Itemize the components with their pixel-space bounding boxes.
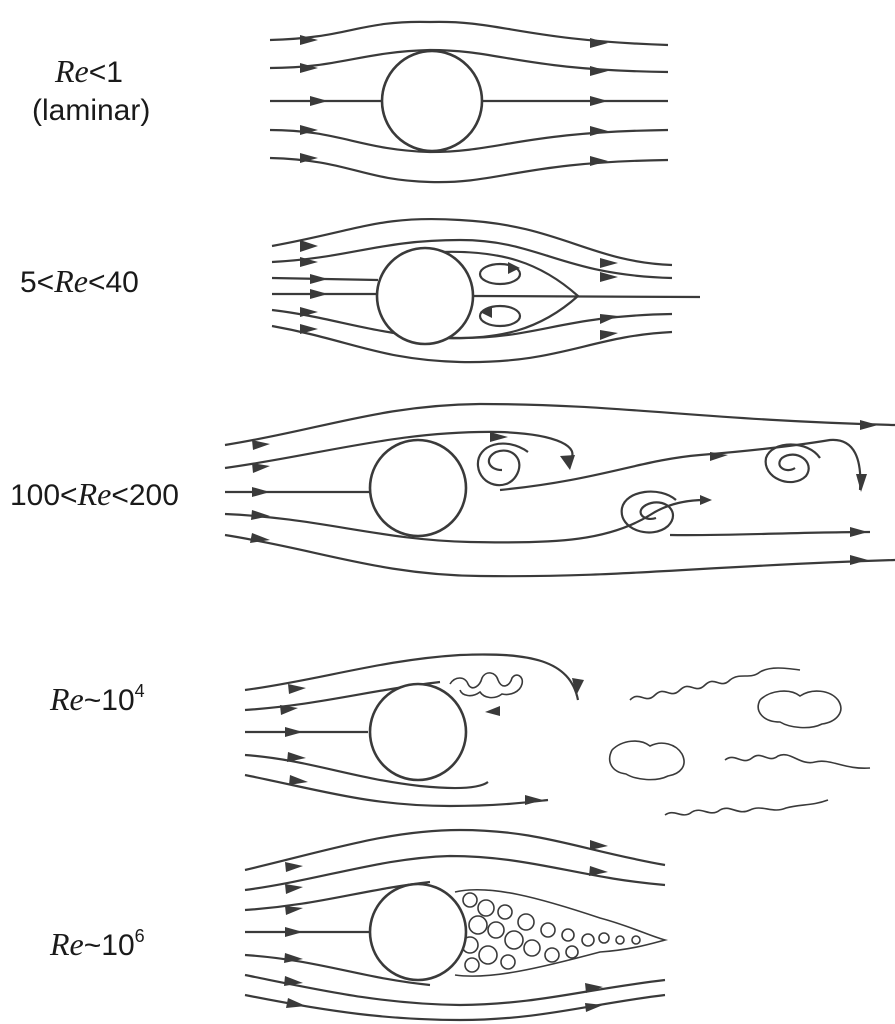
arrowhead [285, 906, 303, 915]
arrowhead [560, 455, 575, 470]
arrowhead [508, 262, 520, 274]
arrowhead [590, 38, 608, 48]
cylinder [370, 684, 466, 780]
turbulent-eddy [450, 673, 522, 698]
streamline [245, 995, 665, 1020]
arrowhead [284, 976, 303, 986]
arrowhead [287, 752, 306, 762]
arrowhead [589, 866, 608, 876]
arrowhead [285, 862, 303, 872]
cylinder [370, 440, 466, 536]
arrowhead [310, 289, 328, 299]
streamline [472, 296, 700, 297]
arrowhead [600, 314, 618, 324]
arrowhead [590, 66, 608, 76]
streamline [270, 158, 668, 182]
arrowhead [252, 440, 270, 450]
arrowhead [590, 96, 608, 106]
streamline [270, 22, 668, 45]
vortex [766, 445, 820, 483]
arrowhead [856, 474, 867, 492]
panel-laminar [270, 22, 668, 182]
arrowhead [285, 884, 303, 894]
cylinder [377, 248, 473, 344]
arrowhead [590, 126, 608, 136]
streamline [245, 830, 665, 870]
cylinder [370, 884, 466, 980]
arrowhead [250, 533, 270, 543]
panel-steady-separation [272, 219, 700, 362]
arrowhead [251, 510, 270, 520]
streamline [272, 240, 672, 278]
streamline [670, 532, 870, 535]
vortex [622, 492, 676, 533]
arrowhead [310, 274, 328, 284]
arrowhead [585, 983, 603, 993]
arrowhead [285, 927, 303, 937]
arrowhead [700, 495, 712, 505]
cylinder [382, 51, 482, 151]
arrowhead [252, 487, 270, 497]
turbulent-filament [630, 668, 800, 700]
turbulent-filament [725, 755, 870, 769]
arrowhead [300, 324, 318, 334]
streamline [272, 326, 672, 362]
arrowhead [525, 795, 543, 805]
arrowhead [300, 240, 318, 252]
arrowhead [590, 840, 608, 850]
arrowhead [590, 156, 608, 166]
arrowhead [280, 705, 298, 715]
arrowhead [485, 706, 500, 716]
turbulent-filament [665, 800, 828, 815]
arrowhead [310, 96, 328, 106]
arrowhead [252, 463, 270, 473]
turbulent-blob [758, 691, 841, 728]
arrowhead [288, 684, 306, 694]
streamline [225, 404, 895, 445]
panel-turbulent-boundary [245, 830, 665, 1020]
arrowhead [860, 420, 878, 430]
panel-turbulent-wake [245, 654, 870, 815]
streamline [225, 500, 705, 542]
streamline [245, 975, 665, 1005]
arrowhead [285, 727, 303, 737]
turbulent-blob [610, 741, 684, 780]
arrowhead [850, 555, 868, 565]
streamline [272, 219, 672, 265]
arrowhead [490, 432, 508, 442]
arrowhead [600, 258, 618, 268]
vortex [478, 444, 528, 486]
turbulent-wake-eddies [462, 893, 640, 972]
arrowhead [850, 527, 868, 537]
arrowhead [289, 775, 308, 785]
panel-vortex-street [225, 404, 895, 576]
